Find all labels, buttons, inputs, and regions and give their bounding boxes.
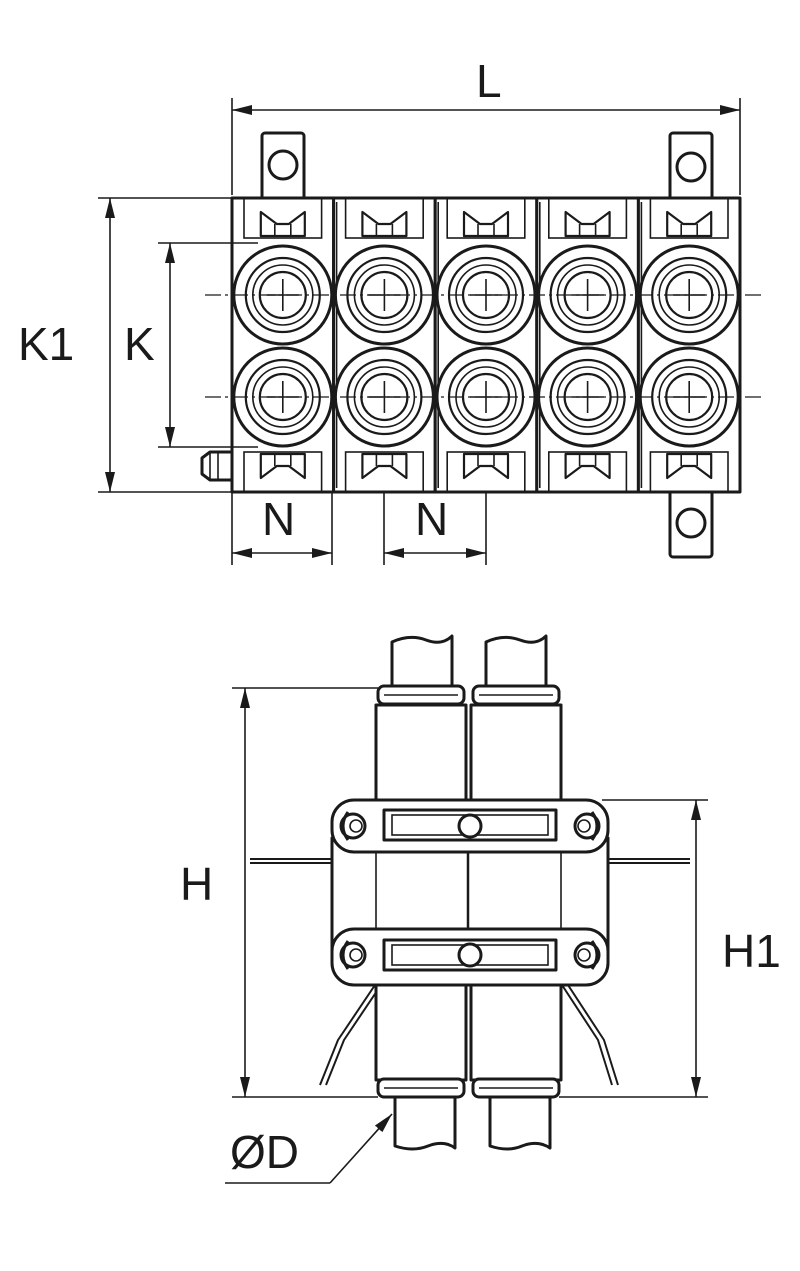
block-top-tab <box>344 197 425 239</box>
spring-top <box>462 210 510 238</box>
block-top-tab <box>446 197 526 239</box>
spring-top <box>564 210 611 238</box>
label-K1: K1 <box>18 318 74 370</box>
block-top-tab <box>649 197 729 239</box>
label-H1: H1 <box>722 925 781 977</box>
dimension-D: ØD <box>225 1113 393 1184</box>
top-view: L K1 K N N <box>18 55 765 565</box>
spring-top <box>259 210 306 238</box>
spring-bottom <box>259 452 306 480</box>
cables <box>390 634 552 1151</box>
label-N-middle: N <box>415 493 448 545</box>
block-top-tab <box>547 197 628 239</box>
spring-bottom <box>361 452 408 480</box>
label-H: H <box>180 858 213 910</box>
spring-top <box>361 210 408 238</box>
block-bottom-tab <box>547 451 628 493</box>
clamp-body <box>330 798 610 987</box>
dimension-K: K <box>124 242 258 448</box>
label-D: ØD <box>230 1126 299 1178</box>
dimension-H1: H1 <box>559 799 781 1098</box>
side-view: H H1 ØD <box>180 634 781 1184</box>
spring-bottom <box>564 452 611 480</box>
wires <box>250 858 690 1086</box>
block-modules <box>230 196 742 494</box>
block-bottom-tab <box>243 451 323 493</box>
block-top-tab <box>243 197 323 239</box>
spring-bottom <box>666 452 713 480</box>
dimension-K1: K1 <box>18 197 232 493</box>
label-N-left: N <box>262 493 295 545</box>
spring-bottom <box>462 452 510 480</box>
block-bottom-tab <box>649 451 729 493</box>
end-caps <box>376 684 561 1099</box>
dimension-N-middle: N <box>383 492 487 565</box>
spring-top <box>666 210 713 238</box>
dimension-H: H <box>180 687 378 1098</box>
label-L: L <box>476 55 502 107</box>
centre-lines <box>205 294 765 398</box>
label-K: K <box>124 318 155 370</box>
dimension-N-left: N <box>231 492 333 565</box>
dimension-L: L <box>231 55 741 195</box>
